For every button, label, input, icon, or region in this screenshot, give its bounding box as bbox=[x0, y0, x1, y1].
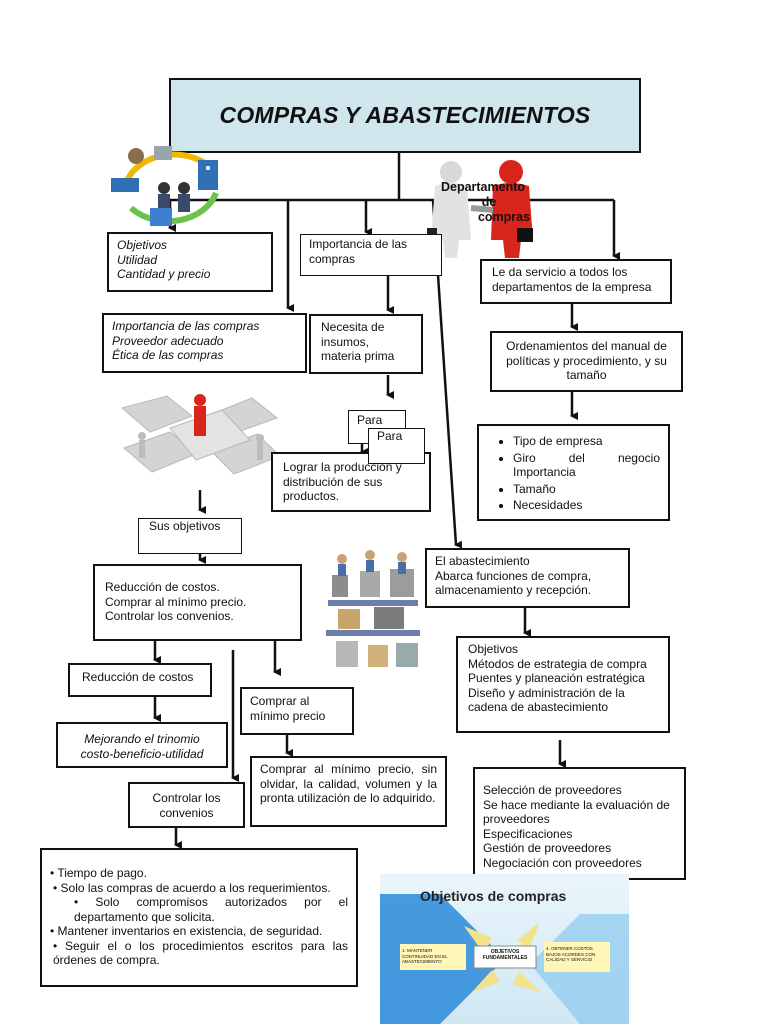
estrategia-line-3: Puentes y planeación estratégica bbox=[468, 671, 645, 685]
sus-objetivos-box: Sus objetivos bbox=[138, 518, 242, 554]
objetivos-compras-title: Objetivos de compras bbox=[420, 888, 567, 904]
reduccion-list-box: Reducción de costos. Comprar al mínimo p… bbox=[93, 564, 302, 641]
objetivos-line-3: Cantidad y precio bbox=[117, 267, 211, 281]
importancia-compras-text: Importancia de las compras bbox=[309, 237, 408, 266]
objetivos-line-2: Utilidad bbox=[117, 252, 158, 267]
abastecimiento-box: El abastecimiento Abarca funciones de co… bbox=[425, 548, 630, 608]
comprar-minimo-box: Comprar al mínimo precio bbox=[240, 687, 354, 735]
abastecimiento-title: El abastecimiento bbox=[435, 554, 530, 568]
reduccion-line-1: Reducción de costos. bbox=[105, 580, 220, 594]
reduccion-costos-text: Reducción de costos bbox=[82, 670, 194, 684]
mejorando-line-1: Mejorando el trinomio bbox=[84, 732, 200, 746]
controlar-box: Controlar los convenios bbox=[128, 782, 245, 828]
seleccion-line-1: Selección de proveedores bbox=[483, 783, 622, 797]
seleccion-line-5: Negociación con proveedores bbox=[483, 855, 642, 870]
importancia-line-2: Proveedor adecuado bbox=[112, 333, 224, 348]
objetivos-right-label: 4. OBTENER COSTOS BAJOS ACORDES CON CALI… bbox=[546, 946, 596, 962]
estrategia-line-2: Métodos de estrategia de compra bbox=[468, 656, 647, 671]
factor-item: Giro del negocio Importancia bbox=[513, 451, 660, 480]
department-label: Departamento de compras bbox=[413, 180, 545, 225]
servicio-text: Le da servicio a todos los departamentos… bbox=[492, 265, 652, 294]
reduccion-line-3: Controlar los convenios. bbox=[105, 609, 234, 623]
convenios-list-box: • Tiempo de pago. • Solo las compras de … bbox=[40, 848, 358, 987]
page-title: COMPRAS Y ABASTECIMIENTOS bbox=[219, 102, 591, 129]
estrategia-line-4: Diseño y administración de la cadena de … bbox=[468, 685, 625, 715]
ordenamientos-box: Ordenamientos del manual de políticas y … bbox=[490, 331, 683, 392]
ordenamientos-text: Ordenamientos del manual de políticas y … bbox=[506, 339, 667, 382]
seleccion-line-2: Se hace mediante la evaluación de provee… bbox=[483, 797, 670, 827]
importancia-line-1: Importancia de las compras bbox=[112, 319, 260, 333]
procurement-network-illustration bbox=[111, 146, 219, 226]
sus-objetivos-text: Sus objetivos bbox=[149, 519, 221, 533]
objetivos-estrategia-box: Objetivos Métodos de estrategia de compr… bbox=[456, 636, 670, 733]
comprar-detalle-box: Comprar al mínimo precio, sin olvidar, l… bbox=[250, 756, 447, 827]
convenio-item-4: • Mantener inventarios en existencia, de… bbox=[50, 924, 323, 938]
necesita-box: Necesita de insumos, materia prima bbox=[309, 314, 423, 374]
factor-item: Necesidades bbox=[513, 498, 660, 513]
abastecimiento-text: Abarca funciones de compra, almacenamien… bbox=[435, 568, 592, 598]
comprar-detalle-text: Comprar al mínimo precio, sin olvidar, l… bbox=[260, 762, 437, 805]
factores-list: Tipo de empresa Giro del negocio Importa… bbox=[495, 434, 660, 513]
convenio-item-3: • Solo compromisos autorizados por el de… bbox=[74, 895, 348, 924]
convenio-item-1: • Tiempo de pago. bbox=[50, 866, 147, 880]
controlar-line-2: convenios bbox=[159, 805, 214, 820]
para-box-2: Para bbox=[368, 428, 425, 464]
importancia-line-3: Ética de las compras bbox=[112, 348, 224, 362]
estrategia-line-1: Objetivos bbox=[468, 642, 519, 656]
factor-item: Tipo de empresa bbox=[513, 434, 660, 449]
dept-line-1: Departamento bbox=[440, 180, 526, 194]
convenio-item-5: • Seguir el o los procedimientos escrito… bbox=[53, 938, 348, 968]
x-shape-icon bbox=[380, 894, 629, 1024]
para-text-1: Para bbox=[357, 413, 383, 427]
lograr-text: Lograr la producción y distribución de s… bbox=[283, 460, 402, 503]
servicio-box: Le da servicio a todos los departamentos… bbox=[480, 259, 672, 304]
mejorando-box: Mejorando el trinomio costo-beneficio-ut… bbox=[56, 722, 228, 768]
comprar-minimo-text: Comprar al mínimo precio bbox=[250, 694, 326, 723]
mejorando-line-2: costo-beneficio-utilidad bbox=[80, 746, 204, 761]
reduccion-costos-box: Reducción de costos bbox=[68, 663, 212, 697]
seleccion-line-3: Especificaciones bbox=[483, 826, 573, 841]
controlar-line-1: Controlar los bbox=[152, 791, 221, 805]
objetivos-center-label: OBJETIVOS FUNDAMENTALES bbox=[482, 949, 528, 961]
objetivos-line-1: Objetivos bbox=[117, 238, 168, 252]
factor-item: Tamaño bbox=[513, 482, 660, 497]
reduccion-line-2: Comprar al mínimo precio. bbox=[105, 594, 247, 609]
factores-box: Tipo de empresa Giro del negocio Importa… bbox=[477, 424, 670, 521]
importancia-box: Importancia de las compras Proveedor ade… bbox=[102, 313, 307, 373]
importancia-compras-box: Importancia de las compras bbox=[300, 234, 442, 276]
objetivos-box: Objetivos Utilidad Cantidad y precio bbox=[107, 232, 273, 292]
seleccion-line-4: Gestión de proveedores bbox=[483, 841, 612, 855]
objetivos-compras-image: Objetivos de compras OBJETIVOS FUNDAMENT… bbox=[380, 874, 629, 1024]
necesita-text: Necesita de insumos, materia prima bbox=[321, 320, 395, 363]
puzzle-illustration bbox=[120, 394, 281, 475]
para-text-2: Para bbox=[377, 429, 403, 443]
warehouse-illustration bbox=[326, 550, 420, 667]
objetivos-left-label: 1. MANTENER CONTINUIDAD EN EL ABASTECIMI… bbox=[402, 948, 448, 964]
dept-line-3: compras bbox=[477, 210, 531, 224]
seleccion-box: Selección de proveedores Se hace mediant… bbox=[473, 767, 686, 880]
convenio-item-2: • Solo las compras de acuerdo a los requ… bbox=[53, 880, 331, 895]
title-box: COMPRAS Y ABASTECIMIENTOS bbox=[169, 78, 641, 153]
dept-line-2: de bbox=[481, 195, 497, 209]
